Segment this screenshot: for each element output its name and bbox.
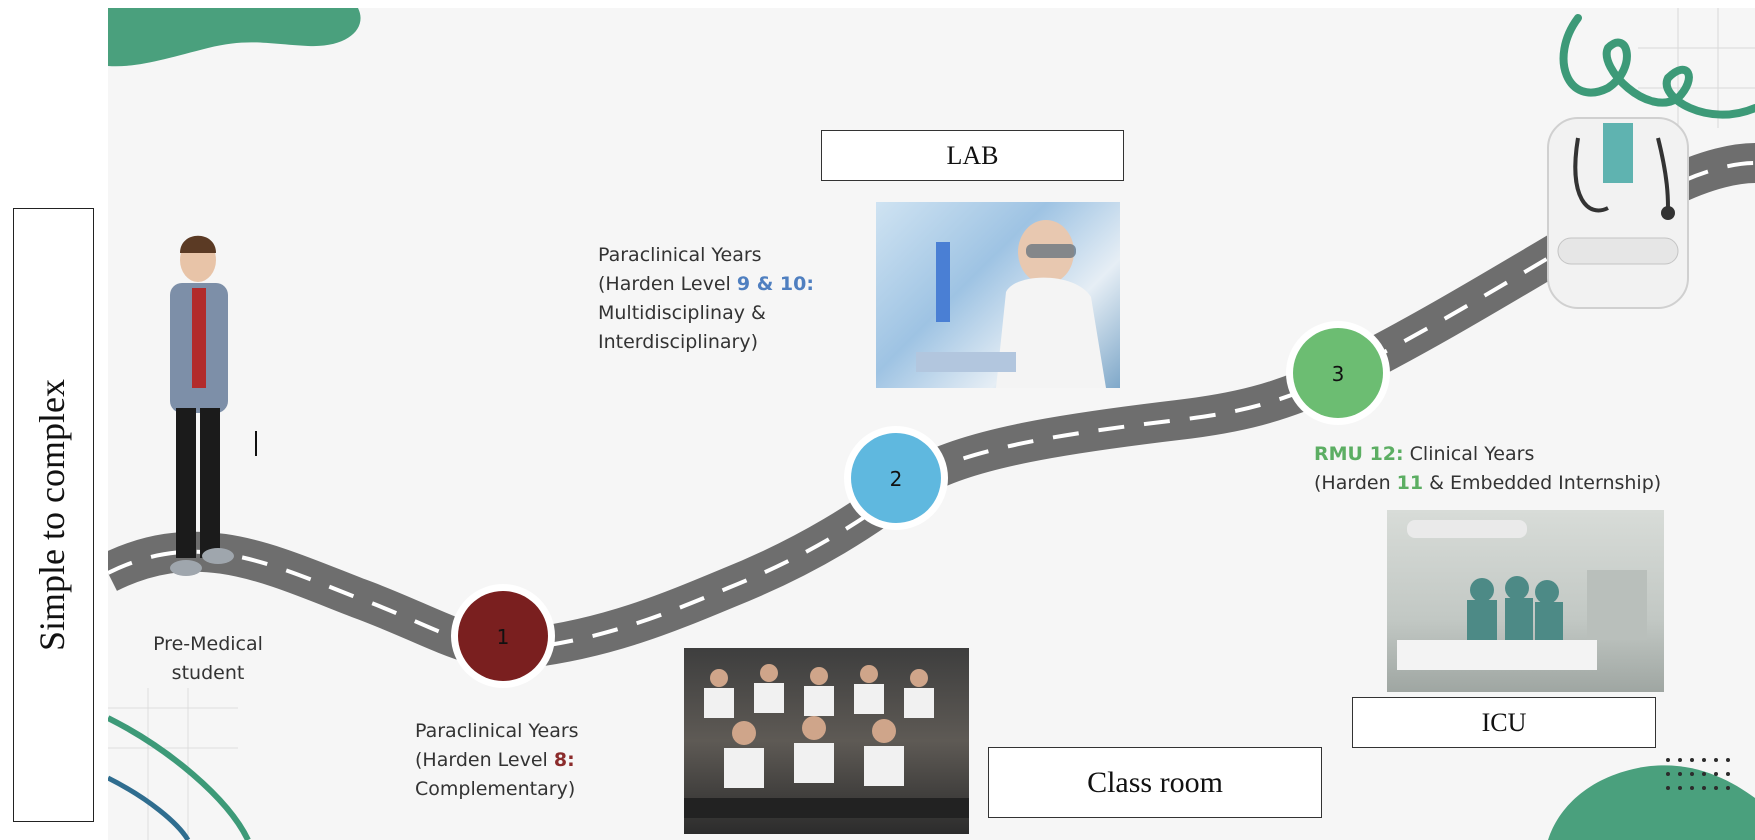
top-right-swirl	[1559, 14, 1755, 119]
stage3-line1: RMU 12: Clinical Years	[1314, 440, 1661, 469]
stage3-text: RMU 12: Clinical Years (Harden 11 & Embe…	[1314, 440, 1661, 498]
stage3-line2-rest: & Embedded Internship)	[1423, 472, 1662, 494]
stage1-line2-pre: (Harden Level	[415, 749, 554, 771]
bottom-right-blob	[1548, 765, 1755, 840]
lab-label-box: LAB	[821, 130, 1124, 181]
milestone-2	[844, 426, 948, 530]
stage2-line1: Paraclinical Years	[598, 244, 762, 266]
stage1-level-highlight: 8:	[553, 749, 575, 771]
stage3-line2: (Harden 11 & Embedded Internship)	[1314, 469, 1661, 498]
top-right-grid	[1638, 8, 1755, 128]
stage2-level-highlight: 9 & 10:	[736, 273, 814, 295]
stage1-line2: (Harden Level 8:	[415, 746, 579, 775]
stage1-line3: Complementary)	[415, 778, 576, 800]
start-label: Pre-Medical student	[138, 630, 278, 688]
icu-label-box: ICU	[1352, 697, 1656, 748]
side-label-box	[13, 208, 94, 822]
bottom-left-curve-2	[108, 775, 191, 840]
top-left-blob	[108, 8, 361, 67]
milestone-1	[451, 584, 555, 688]
stage2-line4: Interdisciplinary)	[598, 331, 758, 353]
bottom-left-curve	[108, 715, 251, 840]
stage2-line3: Multidisciplinay &	[598, 302, 766, 324]
stage2-line2: (Harden Level 9 & 10:	[598, 270, 814, 299]
milestone-3	[1286, 321, 1390, 425]
icu-photo	[1387, 510, 1664, 692]
stage1-line1: Paraclinical Years	[415, 720, 579, 742]
start-label-line1: Pre-Medical	[153, 633, 263, 655]
stage3-rmu-highlight: RMU 12:	[1314, 443, 1404, 465]
doctor-figure	[1547, 117, 1689, 309]
start-label-line2: student	[171, 662, 245, 684]
stage1-text: Paraclinical Years (Harden Level 8: Comp…	[415, 717, 579, 804]
classroom-label: Class room	[1087, 765, 1223, 799]
stage3-line1-rest: Clinical Years	[1403, 443, 1535, 465]
stage2-text: Paraclinical Years (Harden Level 9 & 10:…	[598, 241, 814, 357]
student-figure	[170, 235, 234, 576]
classroom-photo	[684, 648, 969, 834]
icu-label: ICU	[1481, 707, 1527, 737]
side-label: Simple to complex	[32, 379, 72, 651]
lab-photo	[876, 202, 1120, 388]
diagram-graphics: 1 2 3	[108, 8, 1755, 840]
stage3-level-highlight: 11	[1396, 472, 1424, 494]
bottom-left-grid	[108, 688, 238, 840]
classroom-label-box: Class room	[988, 747, 1322, 818]
milestone-1-number: 1	[497, 625, 510, 649]
milestone-2-number: 2	[890, 467, 903, 491]
stage2-line2-pre: (Harden Level	[598, 273, 737, 295]
stage3-line2-pre: (Harden	[1314, 472, 1397, 494]
bottom-right-dots	[1666, 758, 1730, 790]
milestone-3-number: 3	[1332, 362, 1345, 386]
lab-label: LAB	[946, 140, 999, 170]
